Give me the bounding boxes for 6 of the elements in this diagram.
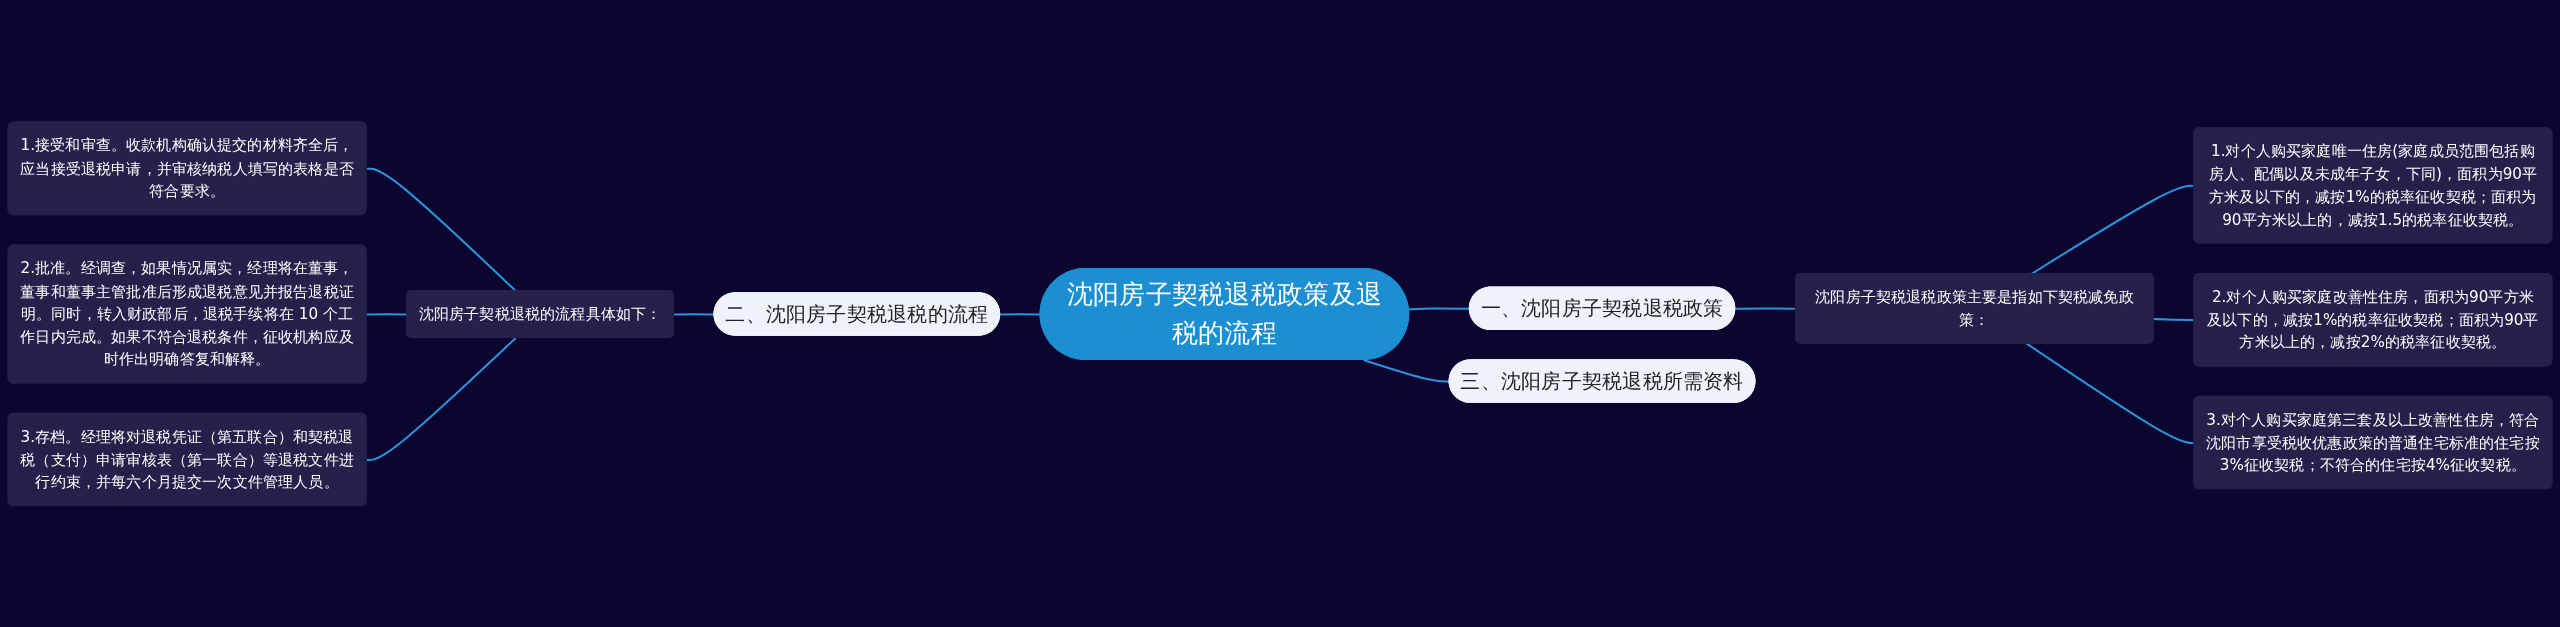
connector bbox=[1000, 312, 1041, 315]
connector bbox=[1363, 358, 1450, 383]
connector bbox=[674, 312, 715, 315]
connector bbox=[1735, 306, 1796, 310]
connector bbox=[366, 336, 517, 461]
connector bbox=[1408, 307, 1470, 310]
